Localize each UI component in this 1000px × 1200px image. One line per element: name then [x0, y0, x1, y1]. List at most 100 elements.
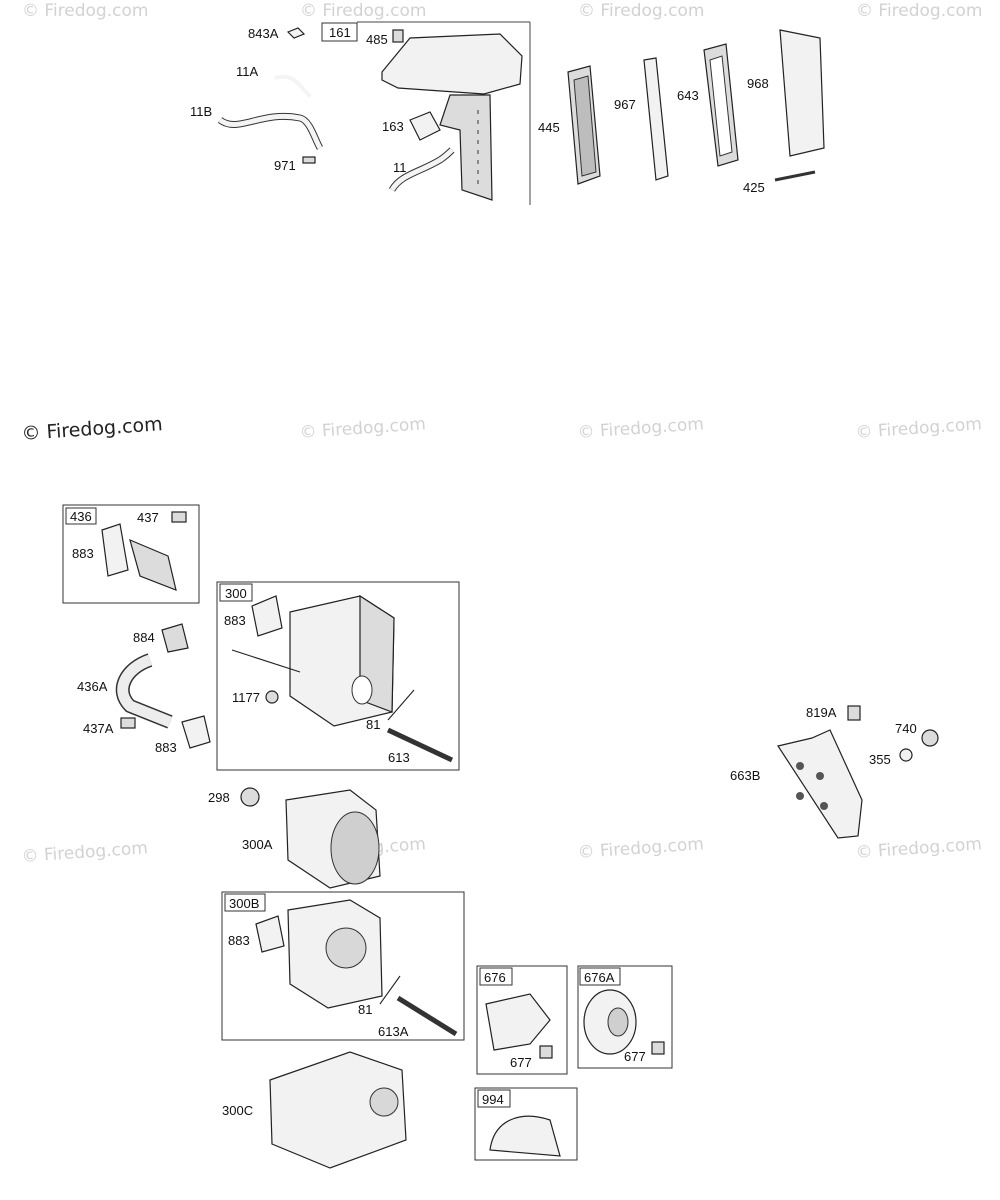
part-740-nut — [921, 729, 939, 747]
part-643-opening — [709, 55, 733, 157]
box-676 — [476, 965, 568, 1075]
label-883-lower: 883 — [155, 740, 177, 755]
part-445-pleats — [573, 75, 597, 177]
label-967: 967 — [614, 97, 636, 112]
label-677-676: 677 — [510, 1055, 532, 1070]
label-163: 163 — [382, 119, 404, 134]
part-485 — [392, 29, 404, 43]
label-300B: 300B — [229, 896, 259, 911]
part-436A-pipe-fill — [117, 654, 173, 728]
part-298-nut — [240, 787, 260, 807]
label-436A: 436A — [77, 679, 108, 694]
label-298: 298 — [208, 790, 230, 805]
part-437A-bolt — [120, 717, 136, 729]
label-843A: 843A — [248, 26, 279, 41]
label-300: 300 — [225, 586, 247, 601]
part-663B-bracket — [777, 729, 863, 839]
watermark: © Firedog.com — [299, 414, 427, 443]
part-437-bolt — [171, 511, 187, 523]
label-994: 994 — [482, 1092, 504, 1107]
box-676A — [577, 965, 673, 1069]
label-883-300: 883 — [224, 613, 246, 628]
label-161: 161 — [329, 25, 351, 40]
label-box-161 — [321, 22, 358, 42]
label-436: 436 — [70, 509, 92, 524]
label-box-300 — [219, 583, 253, 602]
bracket-hole — [820, 802, 828, 810]
label-box-676 — [479, 967, 513, 986]
part-11-tube-fill — [389, 148, 454, 192]
part-968-cover — [779, 29, 825, 157]
watermark: © Firedog.com — [300, 1, 426, 21]
part-300-bracket — [231, 649, 301, 673]
label-740: 740 — [895, 721, 917, 736]
part-81-clip-300B — [379, 975, 401, 1005]
watermark-main: © Firedog.com — [21, 413, 164, 445]
label-613: 613 — [388, 750, 410, 765]
guard-group: 676 677 676A 677 994 — [474, 965, 673, 1161]
part-300-outlet — [351, 675, 373, 705]
part-161-base — [381, 33, 523, 95]
label-437: 437 — [137, 510, 159, 525]
part-819A-bolt — [847, 705, 861, 721]
watermark: © Firedog.com — [21, 838, 149, 867]
part-161-bracket — [439, 94, 493, 201]
label-300C: 300C — [222, 1103, 253, 1118]
label-11: 11 — [393, 160, 407, 175]
label-663B: 663B — [730, 768, 760, 783]
label-883-top: 883 — [72, 546, 94, 561]
label-613A: 613A — [378, 1024, 409, 1039]
label-11A: 11A — [236, 64, 258, 79]
box-994 — [474, 1087, 578, 1161]
bracket-hole — [796, 792, 804, 800]
part-425-bolt — [774, 170, 816, 182]
label-676A: 676A — [584, 970, 615, 985]
label-425: 425 — [743, 180, 765, 195]
part-883-gasket-300B — [255, 915, 285, 953]
box-300 — [216, 581, 460, 771]
watermark: © Firedog.com — [855, 834, 983, 863]
label-box-994 — [477, 1089, 511, 1108]
part-677-screw-676A — [651, 1041, 665, 1055]
part-613-pipe — [386, 727, 454, 763]
part-677-screw — [539, 1045, 553, 1059]
label-643: 643 — [677, 88, 699, 103]
part-994-screen — [489, 1115, 561, 1157]
watermark: © Firedog.com — [855, 414, 983, 443]
part-971-screw — [302, 156, 316, 164]
part-81-clip — [387, 689, 415, 721]
label-box-300B — [224, 893, 266, 912]
label-box-436 — [65, 507, 97, 525]
part-300B-face — [325, 927, 367, 969]
label-1177: 1177 — [232, 690, 260, 705]
label-300A: 300A — [242, 837, 273, 852]
label-437A: 437A — [83, 721, 114, 736]
label-445: 445 — [538, 120, 560, 135]
part-436-pipe — [129, 538, 177, 591]
part-613A-pipe — [396, 995, 458, 1037]
box-300B — [221, 891, 465, 1041]
label-677-676A: 677 — [624, 1049, 646, 1064]
label-819A: 819A — [806, 705, 837, 720]
bracket-hole — [796, 762, 804, 770]
part-883-gasket-lower — [181, 715, 211, 749]
label-883-300B: 883 — [228, 933, 250, 948]
label-884: 884 — [133, 630, 155, 645]
watermark: © Firedog.com — [856, 1, 982, 21]
air-cleaner-group: 843A 161 485 11A 11B 163 971 11 — [190, 21, 825, 205]
watermark: © Firedog.com — [578, 1, 704, 21]
label-971: 971 — [274, 158, 296, 173]
watermark: © Firedog.com — [577, 414, 705, 443]
label-81-300B: 81 — [358, 1002, 372, 1017]
bracket-hole — [816, 772, 824, 780]
part-11A-tube-fill — [274, 74, 312, 98]
label-485: 485 — [366, 32, 388, 47]
part-883-gasket — [101, 523, 129, 577]
part-300A-face — [330, 811, 380, 885]
part-300C-face — [369, 1087, 399, 1117]
part-676A-center — [607, 1007, 629, 1037]
muffler-group: 436 437 883 300 883 1177 81 613 884 436A… — [62, 504, 465, 1169]
box-436 — [62, 504, 200, 604]
part-967-precleaner — [643, 57, 669, 181]
